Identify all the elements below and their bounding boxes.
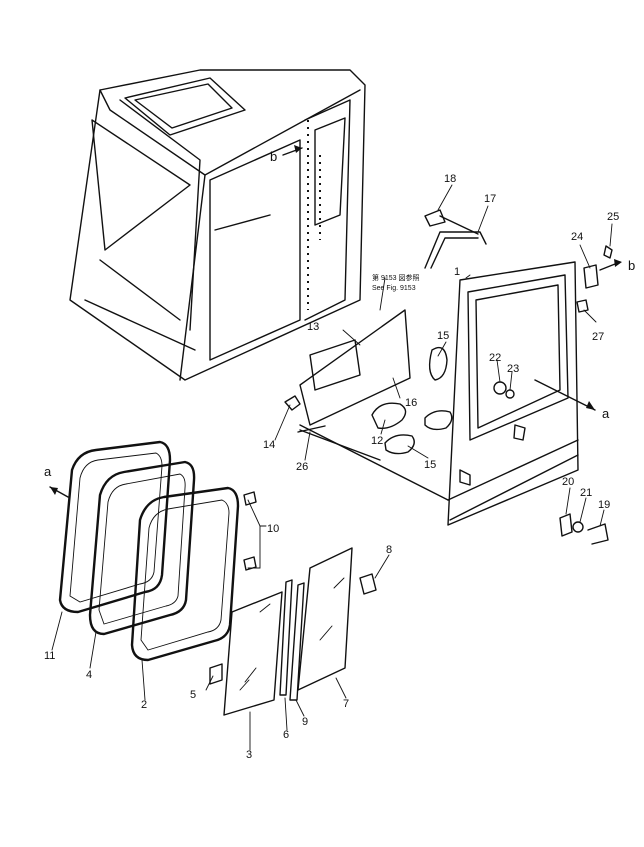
callout-26: 26	[296, 461, 308, 473]
callout-15-upper: 15	[437, 330, 449, 342]
callout-4: 4	[86, 669, 92, 681]
ref-label-b-right: b	[628, 258, 635, 273]
callout-7: 7	[343, 698, 349, 710]
callout-16: 16	[405, 397, 417, 409]
stoppers	[209, 491, 377, 685]
callout-25: 25	[607, 211, 619, 223]
callout-12: 12	[371, 435, 383, 447]
callout-22: 22	[489, 352, 501, 364]
handrail	[424, 209, 487, 269]
callout-13: 13	[307, 321, 319, 333]
ref-label-b-cab: b	[270, 149, 277, 164]
window-seal-4	[88, 460, 196, 636]
callout-3: 3	[246, 749, 252, 761]
window-seal-2	[130, 486, 240, 662]
callout-19: 19	[598, 499, 610, 511]
callout-23: 23	[507, 363, 519, 375]
glass-7	[297, 547, 353, 691]
leader-lines	[51, 184, 613, 751]
callout-21: 21	[580, 487, 592, 499]
callout-6: 6	[283, 729, 289, 741]
cab-frame	[69, 69, 366, 381]
window-seal-11	[58, 440, 172, 614]
part-callouts: 1 2 3 4 5 6 7 8 9 10 11 12 13 14 15 15 1…	[44, 173, 619, 761]
note-line-jp: 第 9153 図参照	[372, 273, 419, 282]
callout-10: 10	[267, 523, 279, 535]
guide-rails	[279, 579, 305, 701]
callout-15-lower: 15	[424, 459, 436, 471]
ref-label-a-right: a	[602, 406, 610, 421]
callout-1: 1	[454, 266, 460, 278]
ref-arrow-b-cab: b	[270, 145, 303, 164]
callout-9: 9	[302, 716, 308, 728]
callout-17: 17	[484, 193, 496, 205]
ref-arrow-a-left: a	[44, 464, 69, 498]
callout-8: 8	[386, 544, 392, 556]
lower-cover-panel	[299, 309, 449, 501]
ref-label-a-left: a	[44, 464, 52, 479]
callout-5: 5	[190, 689, 196, 701]
ref-arrow-a-right: a	[534, 379, 610, 421]
ref-arrow-b-right: b	[599, 258, 635, 273]
callout-11: 11	[44, 650, 55, 662]
callout-2: 2	[141, 699, 147, 711]
glass-3	[223, 591, 283, 716]
note-line-en: See Fig. 9153	[372, 285, 416, 292]
callout-20: 20	[562, 476, 574, 488]
callout-24: 24	[571, 231, 583, 243]
figure-reference-note: 第 9153 図参照 See Fig. 9153	[372, 273, 419, 292]
callout-27: 27	[592, 331, 604, 343]
callout-14: 14	[263, 439, 275, 451]
door-panel	[447, 261, 579, 526]
small-hardware	[284, 245, 613, 545]
callout-18: 18	[444, 173, 456, 185]
